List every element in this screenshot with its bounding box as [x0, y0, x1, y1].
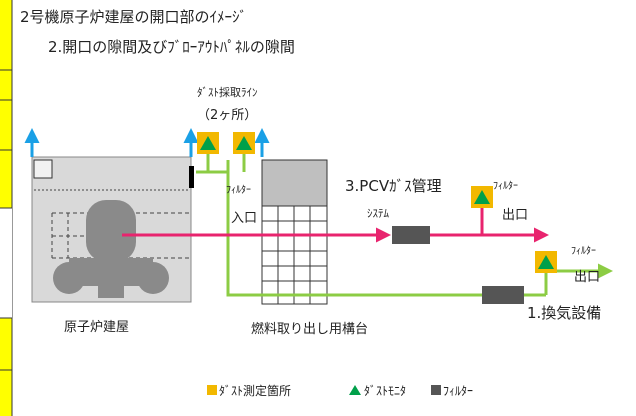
- filter-outlet-2-label: ﾌｨﾙﾀｰ: [571, 246, 596, 257]
- page-title: 2号機原子炉建屋の開口部のｲﾒｰｼﾞ: [20, 8, 248, 26]
- filter-outlet-1-label: ﾌｨﾙﾀｰ: [493, 181, 518, 192]
- legend-dust-monitor-icon: [349, 385, 361, 395]
- fuel-platform-label: 燃料取り出し用構台: [251, 322, 369, 337]
- ventilation-label: 1.換気設備: [527, 304, 602, 322]
- dust-point-3: [471, 186, 493, 208]
- dust-line-label: ﾀﾞｽﾄ採取ﾗｲﾝ: [197, 86, 258, 99]
- filter-pcv: [392, 226, 430, 244]
- legend-dust-monitor-label: ﾀﾞｽﾄﾓﾆﾀ: [364, 384, 407, 398]
- legend-dust-point-icon: [207, 385, 217, 395]
- dust-point-1: [197, 132, 219, 154]
- pcv-gas-label: 3.PCVｶﾞｽ管理: [345, 177, 442, 195]
- dust-line-count-label: （2ヶ所）: [197, 108, 258, 123]
- legend-filter-label: ﾌｨﾙﾀｰ: [443, 384, 474, 398]
- page-subtitle: 2.開口の隙間及びﾌﾞﾛｰｱｳﾄﾊﾟﾈﾙの隙間: [48, 38, 295, 56]
- reactor-building-label: 原子炉建屋: [64, 320, 130, 335]
- pcv-gas-line: [122, 206, 549, 243]
- legend-dust-point-label: ﾀﾞｽﾄ測定箇所: [219, 384, 292, 398]
- filter-outlet-2-label-2: 出口: [574, 270, 601, 285]
- legend-filter-icon: [431, 385, 441, 395]
- fuel-platform: [261, 159, 328, 305]
- containment-vessel-shape: [53, 200, 169, 298]
- filter-inlet-label: ﾌｨﾙﾀｰ: [226, 185, 251, 196]
- dust-point-2: [233, 132, 255, 154]
- filter-outlet-1-label-2: 出口: [502, 208, 529, 223]
- dust-point-4: [535, 251, 557, 273]
- filter-inlet-label-2: 入口: [231, 211, 258, 226]
- filter-ventilation: [482, 286, 524, 304]
- reactor-building: [31, 156, 194, 303]
- system-label: ｼｽﾃﾑ: [367, 207, 389, 220]
- exhaust-arrows: [24, 128, 270, 157]
- side-strip: [0, 0, 13, 416]
